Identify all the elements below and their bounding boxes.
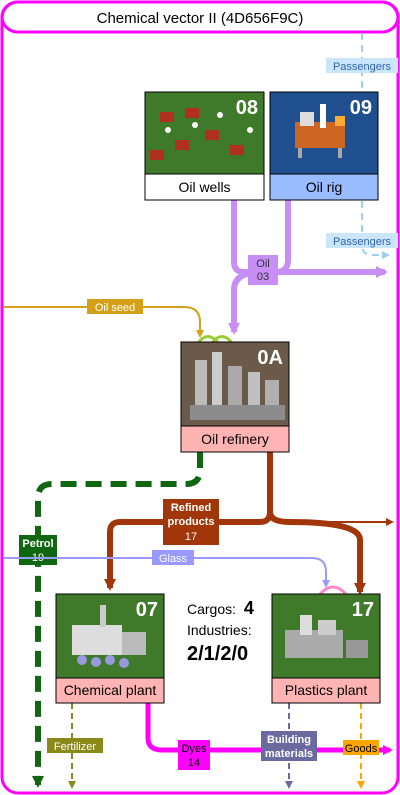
dyes-label	[178, 740, 210, 770]
oil-refinery-name-plate	[180, 425, 290, 453]
fertilizer-label	[47, 738, 103, 753]
svg-text:materials: materials	[265, 748, 313, 760]
dyes-flow: Dyes 14	[145, 703, 393, 770]
svg-text:17: 17	[185, 531, 197, 543]
svg-text:products: products	[167, 516, 214, 528]
chain-stats: Cargos: 4 Industries: 2/1/2/0	[187, 598, 254, 665]
refinery-towers-icon	[190, 352, 285, 420]
plastics-plant-name: Plastics plant	[285, 682, 368, 698]
industries-stat-value: 2/1/2/0	[187, 643, 248, 665]
passengers-flow: Passengers Passengers	[326, 33, 398, 259]
petrol-flow: Petrol 19	[19, 452, 203, 788]
chemical-plant-icon	[72, 605, 146, 668]
industry-plastics-plant[interactable]: 17 Plastics plant	[271, 593, 381, 704]
svg-text:Refined: Refined	[171, 502, 211, 514]
svg-text:Passengers: Passengers	[333, 236, 392, 248]
svg-text:Oil seed: Oil seed	[95, 302, 135, 314]
oil-rig-name: Oil rig	[306, 179, 343, 195]
building-materials-flow: Building materials	[261, 703, 317, 789]
cargos-stat-label: Cargos:	[187, 601, 236, 617]
chemical-plant-name: Chemical plant	[64, 682, 157, 698]
petrol-label	[19, 535, 57, 565]
passengers-label-top	[326, 58, 398, 73]
refinery-accept-arc-2	[210, 335, 234, 344]
oil-wells-id: 08	[236, 97, 258, 119]
goods-flow: Goods	[343, 703, 379, 789]
refinery-accept-arc	[196, 335, 220, 344]
svg-text:Passengers: Passengers	[333, 61, 392, 73]
svg-text:03: 03	[257, 271, 269, 283]
oil-seed-label	[87, 299, 143, 314]
svg-text:Fertilizer: Fertilizer	[54, 741, 97, 753]
industry-oil-rig[interactable]: 09 Oil rig	[269, 91, 379, 201]
refined-products-label	[163, 499, 219, 545]
oil-rig-name-plate	[269, 173, 379, 201]
oil-rig-id: 09	[350, 97, 372, 119]
glass-flow: Glass	[3, 550, 330, 588]
chemical-plant-id: 07	[136, 599, 158, 621]
svg-text:Goods: Goods	[345, 743, 378, 755]
fertilizer-flow: Fertilizer	[47, 703, 103, 789]
diagram-title: Chemical vector II (4D656F9C)	[97, 10, 304, 27]
oil-derrick-icons	[150, 108, 253, 160]
plastics-plant-icon	[285, 615, 368, 658]
plastics-accept-arc	[318, 585, 348, 596]
oil-flow: Oil 03	[228, 200, 388, 335]
cargos-stat: Cargos: 4	[187, 598, 254, 618]
title-bar	[0, 0, 400, 34]
building-materials-label	[261, 731, 317, 761]
industry-chemical-plant[interactable]: 07 Chemical plant	[55, 593, 165, 704]
cargos-stat-value: 4	[244, 598, 254, 618]
plastics-plant-id: 17	[352, 599, 374, 621]
oil-wells-name: Oil wells	[178, 179, 230, 195]
oil-wells-image	[144, 91, 265, 175]
oil-wells-name-plate	[144, 173, 265, 201]
chemical-plant-name-plate	[55, 677, 165, 704]
oil-rig-icon	[295, 104, 345, 158]
passengers-label-mid	[326, 233, 398, 248]
industry-oil-wells[interactable]: 08 Oil wells	[144, 91, 265, 201]
svg-text:Dyes: Dyes	[181, 743, 207, 755]
refined-products-flow: Refined products 17	[104, 452, 394, 595]
oil-seed-flow: Oil seed	[3, 299, 204, 338]
industries-stat-label: Industries:	[187, 622, 252, 638]
svg-text:14: 14	[188, 757, 200, 769]
svg-text:Building: Building	[267, 734, 311, 746]
goods-label	[343, 740, 379, 755]
plastics-plant-name-plate	[271, 677, 381, 704]
svg-text:Glass: Glass	[159, 553, 188, 565]
glass-label	[152, 550, 194, 565]
oil-refinery-id: 0A	[257, 347, 283, 369]
oil-label	[248, 255, 278, 285]
oil-refinery-name: Oil refinery	[201, 431, 269, 447]
svg-text:Oil: Oil	[256, 258, 269, 270]
industry-oil-refinery[interactable]: 0A Oil refinery	[180, 341, 290, 453]
svg-text:Petrol: Petrol	[22, 538, 53, 550]
